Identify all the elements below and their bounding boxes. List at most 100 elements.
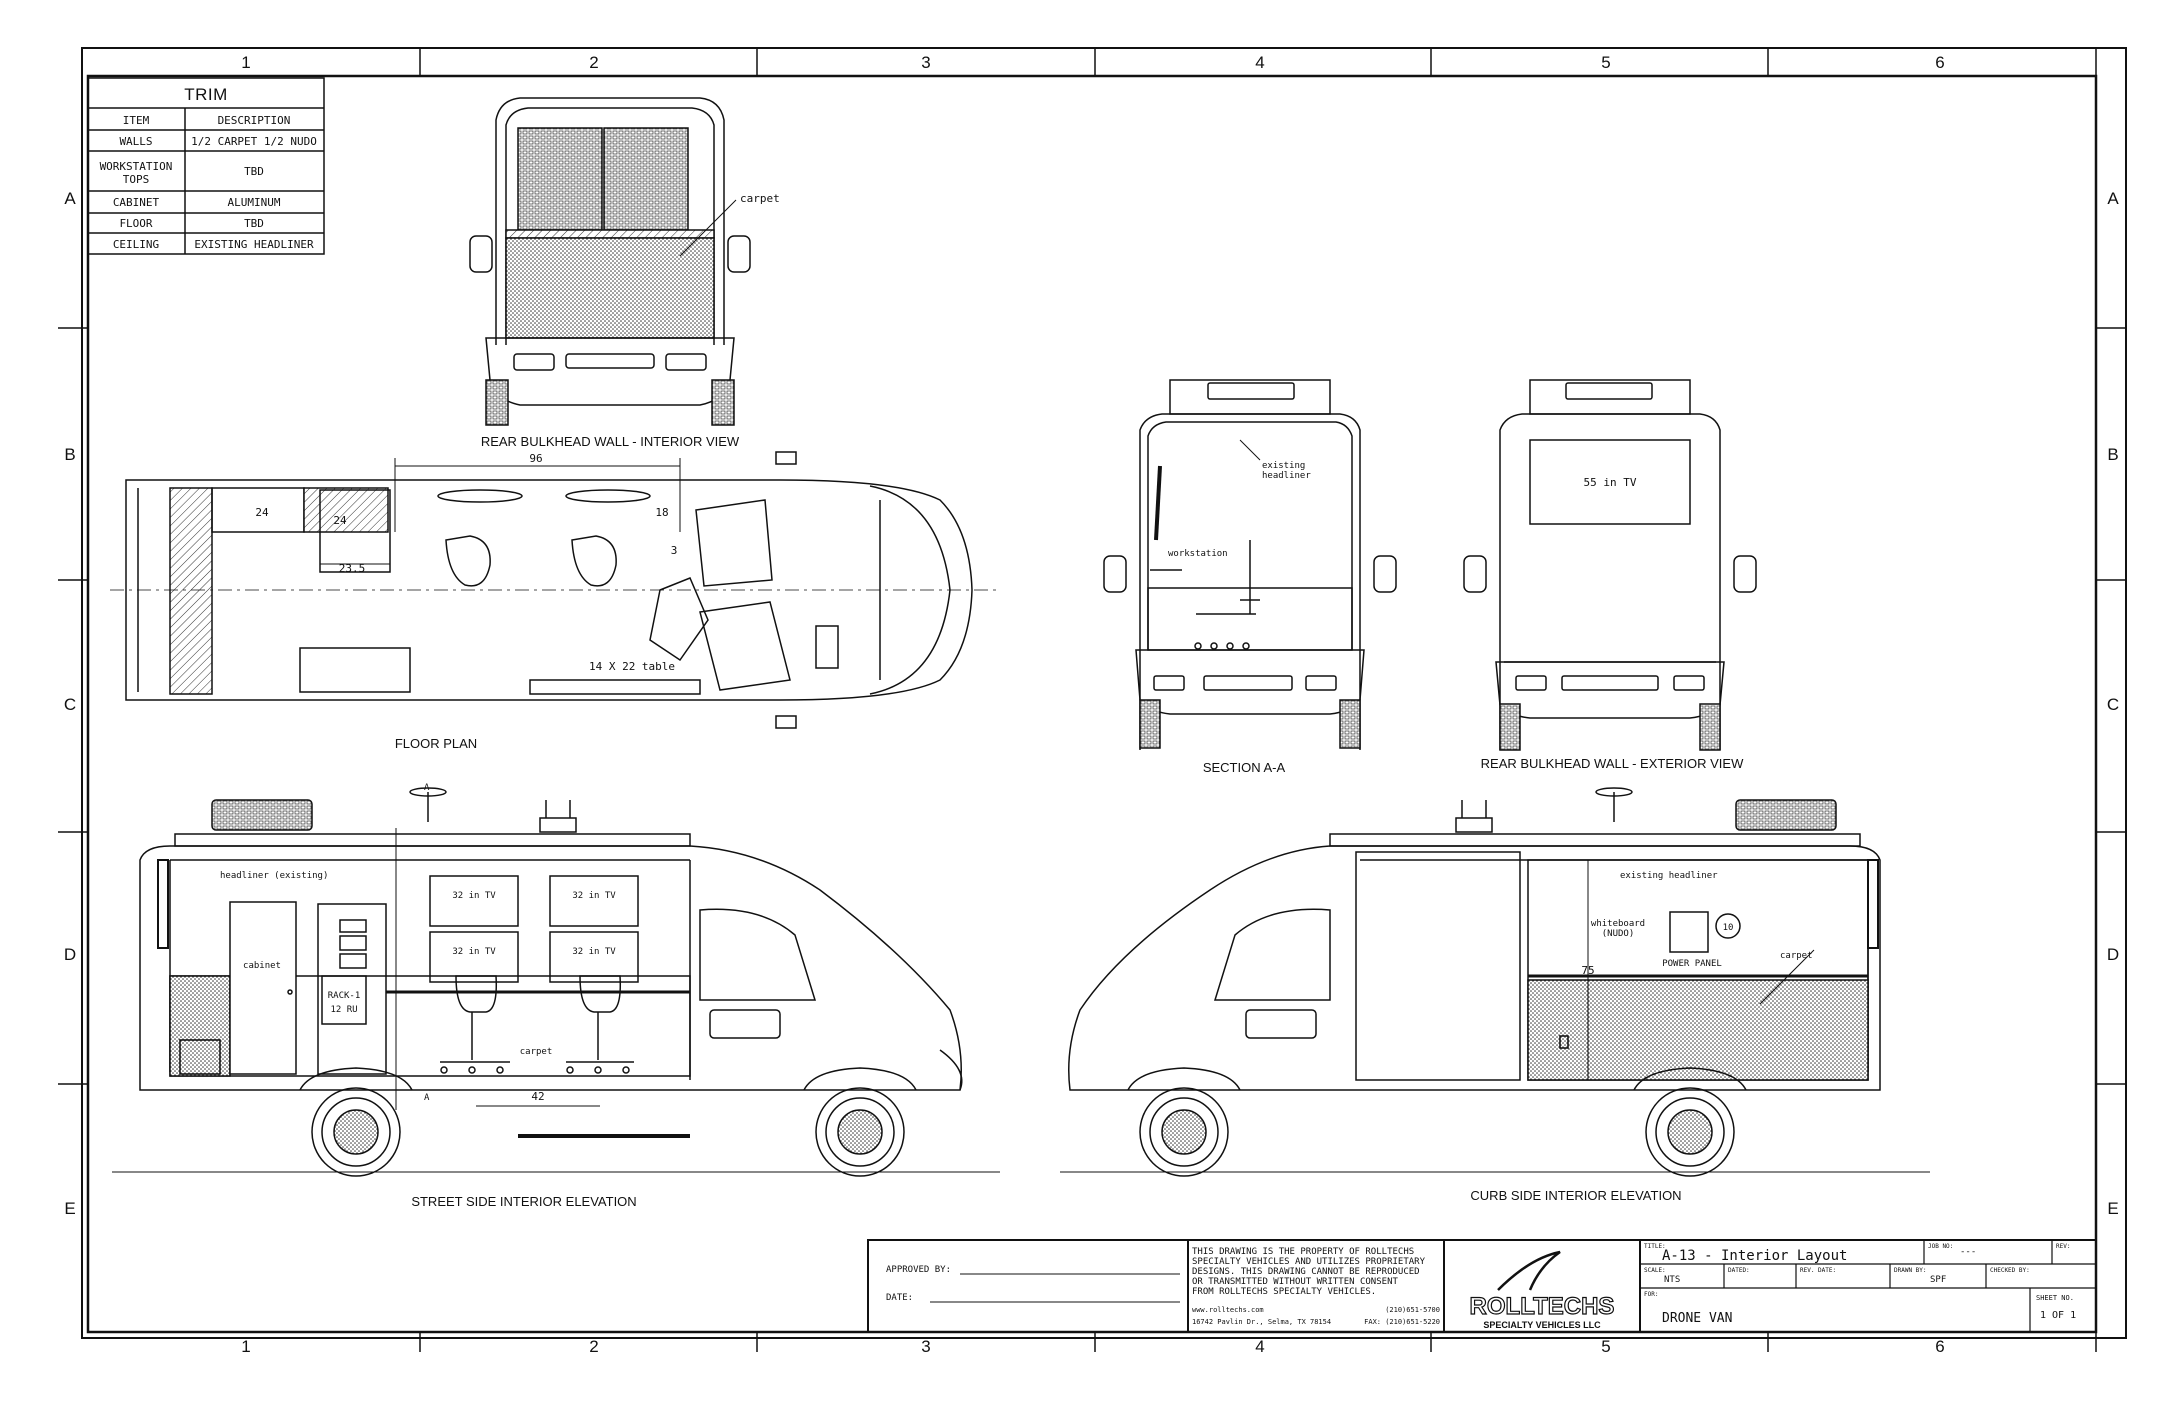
view-title-curb-side: CURB SIDE INTERIOR ELEVATION [1470,1188,1681,1203]
trim-row-description: EXISTING HEADLINER [194,238,314,251]
scale-value: NTS [1664,1275,1680,1285]
drawing-title: A-13 - Interior Layout [1662,1248,1847,1264]
grid-row-b-left: B [64,445,75,464]
grid-col-5-bottom: 5 [1601,1337,1610,1356]
for-value: DRONE VAN [1662,1311,1732,1326]
company-logo-subtext: SPECIALTY VEHICLES LLC [1483,1320,1601,1330]
trim-row-item: CABINET [113,196,160,209]
title-field-label: TITLE: [1644,1243,1666,1250]
company-logo-text: ROLLTECHS [1470,1293,1615,1320]
workstation-label: workstation [1168,549,1228,559]
sheet-no-label: SHEET NO. [2036,1294,2074,1302]
trim-row-description: TBD [244,217,264,230]
street-side-elevation [112,787,1000,1177]
trim-row-description: 1/2 CARPET 1/2 NUDO [191,135,317,148]
trim-table-title: TRIM [184,85,228,104]
proprietary-notice: THIS DRAWING IS THE PROPERTY OF ROLLTECH… [1192,1247,1426,1297]
dated-label: DATED: [1728,1267,1750,1274]
cabinet-label: cabinet [243,961,281,971]
power-panel-label: POWER PANEL [1662,959,1722,969]
view-title-street-side: STREET SIDE INTERIOR ELEVATION [411,1194,636,1209]
grid-row-labels-left: A B C D E [64,189,76,1218]
trim-table: TRIM ITEM DESCRIPTION WALLS 1/2 CARPET 1… [87,77,325,255]
grid-col-6-bottom: 6 [1935,1337,1944,1356]
grid-col-5-top: 5 [1601,53,1610,72]
rack-label-line-1: RACK-1 [328,991,361,1001]
trim-row-item: WALLS [119,135,152,148]
view-title-rear-exterior: REAR BULKHEAD WALL - EXTERIOR VIEW [1481,756,1744,771]
curb-side-elevation [1060,787,1930,1177]
grid-col-2-top: 2 [589,53,598,72]
existing-headliner-label-curb: existing headliner [1620,871,1718,881]
grid-row-e-right: E [2107,1199,2118,1218]
trim-header-item: ITEM [123,114,150,127]
job-no-value: --- [1960,1247,1976,1257]
dimension-23-5: 23.5 [339,562,366,575]
address-text: 16742 Pavlin Dr., Selma, TX 78154 [1192,1318,1331,1326]
notice-line: FROM ROLLTECHS SPECIALTY VEHICLES. [1192,1287,1376,1297]
dimension-18: 18 [655,506,668,519]
grid-row-a-left: A [64,189,76,208]
trim-row-item: CEILING [113,238,159,251]
grid-row-a-right: A [2107,189,2119,208]
rev-date-label: REV. DATE: [1800,1267,1836,1274]
section-marker-top: A [424,783,430,793]
carpet-label-rear: carpet [740,192,780,205]
view-title-floor-plan: FLOOR PLAN [395,736,477,751]
rev-label: REV: [2056,1243,2070,1250]
trim-row-description: TBD [244,165,264,178]
for-label: FOR: [1644,1291,1658,1298]
dimension-24-a: 24 [255,506,269,519]
grid-row-c-left: C [64,695,76,714]
whiteboard-label-line-1: whiteboard [1591,919,1645,929]
table-dimension-label: 14 X 22 table [589,660,675,673]
tv-32-label: 32 in TV [452,891,496,901]
headliner-existing-label: headliner (existing) [220,871,328,881]
grid-col-3-top: 3 [921,53,930,72]
dimension-75: 75 [1581,964,1594,977]
grid-column-labels-top: 1 2 3 4 5 6 [241,53,1944,72]
grid-row-c-right: C [2107,695,2119,714]
grid-column-labels-bottom: 1 2 3 4 5 6 [241,1337,1944,1356]
tv-32-label: 32 in TV [572,947,616,957]
carpet-label-curb: carpet [1780,951,1813,961]
grid-col-4-bottom: 4 [1255,1337,1264,1356]
grid-ticks [58,48,2126,1352]
floor-plan [110,451,1000,729]
website-text: www.rolltechs.com [1192,1306,1264,1314]
grid-col-1-top: 1 [241,53,250,72]
checked-by-label: CHECKED BY: [1990,1267,2030,1274]
section-marker-bottom: A [424,1093,430,1103]
grid-col-6-top: 6 [1935,53,1944,72]
dimension-3: 3 [671,544,678,557]
grid-row-b-right: B [2107,445,2118,464]
drawn-by-label: DRAWN BY: [1894,1267,1927,1274]
grid-row-d-right: D [2107,945,2119,964]
notice-line: OR TRANSMITTED WITHOUT WRITTEN CONSENT [1192,1277,1398,1287]
grid-col-3-bottom: 3 [921,1337,930,1356]
drawn-by-value: SPF [1930,1275,1946,1285]
grid-row-d-left: D [64,945,76,964]
scale-label: SCALE: [1644,1267,1666,1274]
rear-interior-view [469,97,751,426]
notice-line: THIS DRAWING IS THE PROPERTY OF ROLLTECH… [1192,1247,1414,1257]
grid-col-2-bottom: 2 [589,1337,598,1356]
section-a-a-view [1103,379,1397,750]
dimension-96: 96 [529,452,542,465]
whiteboard-label-line-2: (NUDO) [1602,929,1635,939]
tv-32-label: 32 in TV [572,891,616,901]
grid-col-4-top: 4 [1255,53,1264,72]
dimension-42: 42 [531,1090,544,1103]
trim-row-description: ALUMINUM [228,196,281,209]
title-block [867,1239,2097,1333]
fax-text: FAX: (210)651-5220 [1364,1318,1440,1326]
grid-row-labels-right: A B C D E [2107,189,2119,1218]
trim-row-item: FLOOR [119,217,152,230]
grid-row-e-left: E [64,1199,75,1218]
sheet-border [81,47,2127,1339]
notice-line: DESIGNS. THIS DRAWING CANNOT BE REPRODUC… [1192,1267,1420,1277]
tv-32-label: 32 in TV [452,947,496,957]
sheet-no-value: 1 OF 1 [2040,1310,2076,1321]
